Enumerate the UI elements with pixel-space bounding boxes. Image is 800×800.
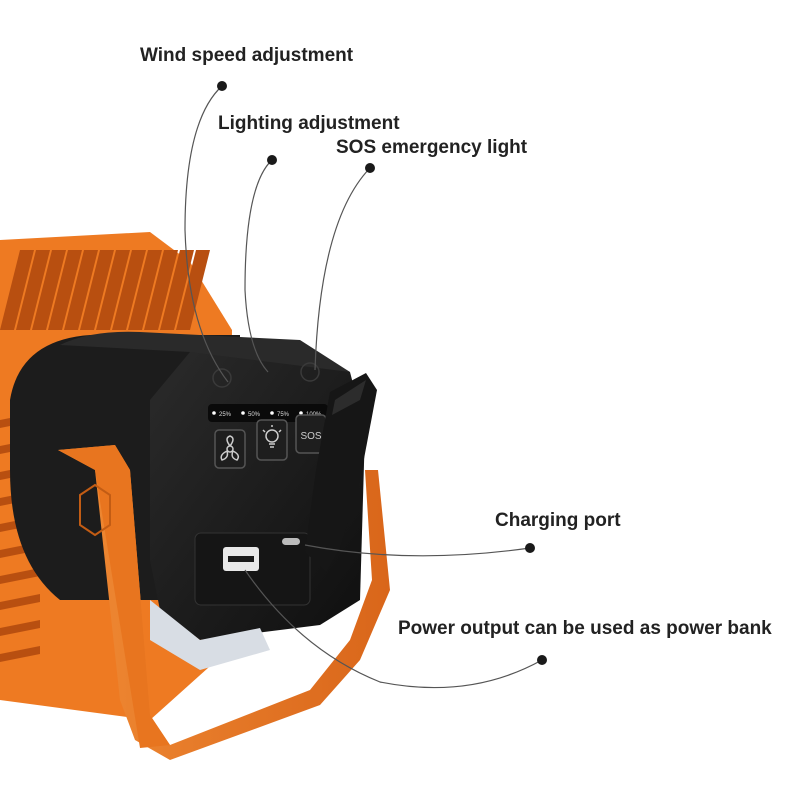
callout-power-output: Power output can be used as power bank: [398, 618, 772, 639]
light-panel: [150, 600, 270, 670]
indicator-label: 50%: [248, 412, 261, 418]
fan-fin: [0, 646, 40, 662]
fan-fin: [80, 250, 114, 330]
fan-fin: [0, 594, 40, 610]
fan-fin: [64, 250, 98, 330]
fan-fin: [0, 568, 40, 584]
indicator-led: [270, 411, 274, 415]
fan-fin: [112, 250, 146, 330]
leader-wind: [184, 85, 229, 383]
fan-fin: [96, 250, 130, 330]
leader-charge: [304, 544, 531, 557]
leader-light: [244, 159, 273, 373]
leader-power: [244, 569, 543, 689]
fan-fin: [0, 250, 34, 330]
leader-sos: [314, 167, 371, 371]
callout-charging-port: Charging port: [495, 510, 621, 531]
indicator-led: [241, 411, 245, 415]
fan-fin: [176, 250, 210, 330]
wind-speed-button[interactable]: [214, 429, 246, 469]
leader-dots: [217, 81, 547, 665]
sos-icon: SOS: [300, 431, 321, 442]
callout-wind-speed: Wind speed adjustment: [140, 45, 354, 66]
stand: [58, 445, 390, 760]
fan-fin: [0, 620, 40, 636]
fan-fin: [48, 250, 82, 330]
fan-fin: [16, 250, 50, 330]
top-knob-right: [300, 362, 320, 382]
fan-body-top: [60, 331, 350, 372]
top-knob-left: [212, 368, 232, 388]
callout-lighting: Lighting adjustment: [218, 113, 400, 134]
fan-fin: [160, 250, 194, 330]
fan-fin: [128, 250, 162, 330]
port-cover-flap: [305, 373, 377, 572]
fan-fin: [32, 250, 66, 330]
bulb-icon: [262, 425, 282, 448]
usb-port-icon[interactable]: [223, 547, 259, 571]
flap-highlight: [332, 380, 366, 415]
indicator-label: 75%: [277, 412, 290, 418]
stand-badge: [79, 483, 111, 537]
fan-icon: [220, 435, 240, 461]
indicator-led: [212, 411, 216, 415]
indicator-led: [299, 411, 303, 415]
usb-c-port-icon[interactable]: [282, 538, 300, 545]
lighting-button[interactable]: [256, 419, 288, 461]
callout-sos: SOS emergency light: [336, 137, 528, 158]
leader-lines: [184, 85, 543, 689]
port-panel: [194, 532, 311, 606]
indicator-label: 25%: [219, 412, 232, 418]
fan-fin: [144, 250, 178, 330]
